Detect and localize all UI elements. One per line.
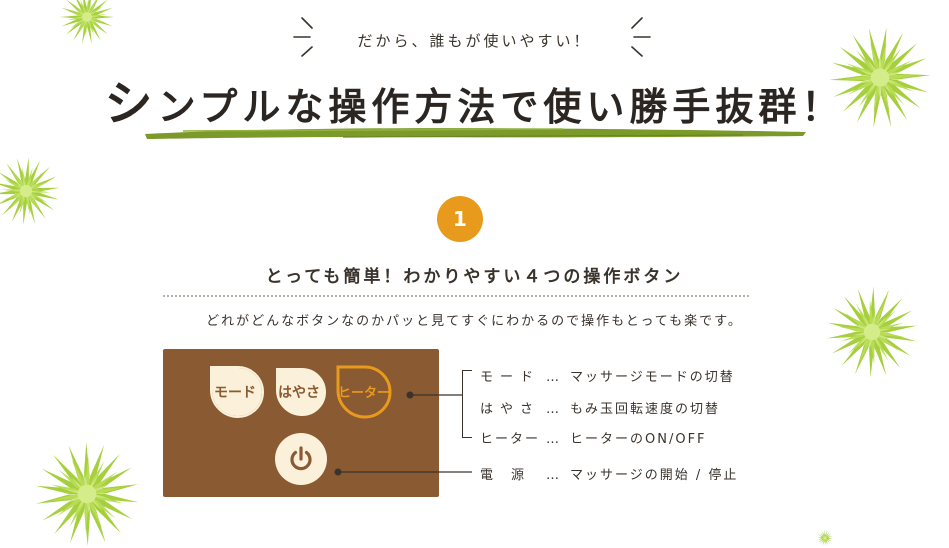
legend-bracket-tick-top	[462, 370, 472, 371]
legend-separator: …	[546, 432, 561, 447]
feature-description: どれがどんなボタンなのかパッと見てすぐにわかるので操作もとっても楽です。	[206, 314, 743, 329]
legend-text: ヒーターのON/OFF	[570, 432, 707, 447]
legend-key: はやさ	[480, 402, 541, 417]
heater-button[interactable]: ヒーター	[337, 386, 390, 401]
page-title: シンプルな操作方法で使い勝手抜群！	[0, 64, 949, 134]
burst-lines-right-icon	[631, 17, 651, 57]
flower-decoration-bottom-right	[817, 530, 833, 546]
mode-button[interactable]: モード	[214, 385, 256, 401]
legend-key: モード	[480, 370, 541, 385]
feature-subtitle: とっても簡単！わかりやすい４つの操作ボタン	[265, 267, 684, 287]
legend-bracket-tick-bottom	[462, 437, 472, 438]
legend-key: 電源	[480, 468, 543, 483]
power-connector-line	[334, 468, 472, 476]
legend-connector-lines	[406, 391, 462, 399]
flower-decoration-bottom-left	[35, 442, 139, 546]
flower-decoration-right	[826, 286, 918, 378]
power-icon	[290, 446, 312, 471]
legend-item-power: 電源… マッサージの開始 / 停止	[480, 464, 738, 483]
legend-text: マッサージモードの切替	[570, 370, 735, 385]
legend-separator: …	[546, 468, 561, 483]
legend-separator: …	[546, 402, 561, 417]
heater-button-shape	[336, 365, 392, 419]
flower-decoration-top-right	[829, 27, 931, 128]
feature-number-badge: 1	[437, 196, 483, 242]
flower-decoration-left	[0, 157, 60, 225]
legend-item-mode: モード … マッサージモードの切替	[480, 366, 735, 385]
page-title-rest: ンプルな操作方法で使い勝手抜群！	[157, 85, 845, 129]
power-button[interactable]	[275, 433, 327, 485]
page-title-lead: シ	[104, 76, 158, 132]
mode-button-shape	[210, 366, 264, 419]
legend-text: マッサージの開始 / 停止	[570, 468, 739, 483]
speed-button[interactable]: はやさ	[278, 385, 320, 401]
dotted-divider	[163, 295, 749, 297]
legend-separator: …	[546, 370, 561, 385]
legend-text: もみ玉回転速度の切替	[570, 402, 721, 417]
legend-item-speed: はやさ … もみ玉回転速度の切替	[480, 398, 720, 417]
tagline: だから、誰もが使いやすい！	[357, 32, 592, 50]
flower-decoration-top-left	[59, 0, 115, 44]
legend-bracket	[462, 370, 463, 438]
legend-key: ヒーター	[480, 432, 541, 447]
burst-lines-left-icon	[293, 17, 313, 57]
brush-stroke-underline	[145, 128, 806, 139]
legend-item-heater: ヒーター … ヒーターのON/OFF	[480, 428, 707, 447]
speed-button-shape	[274, 366, 328, 419]
